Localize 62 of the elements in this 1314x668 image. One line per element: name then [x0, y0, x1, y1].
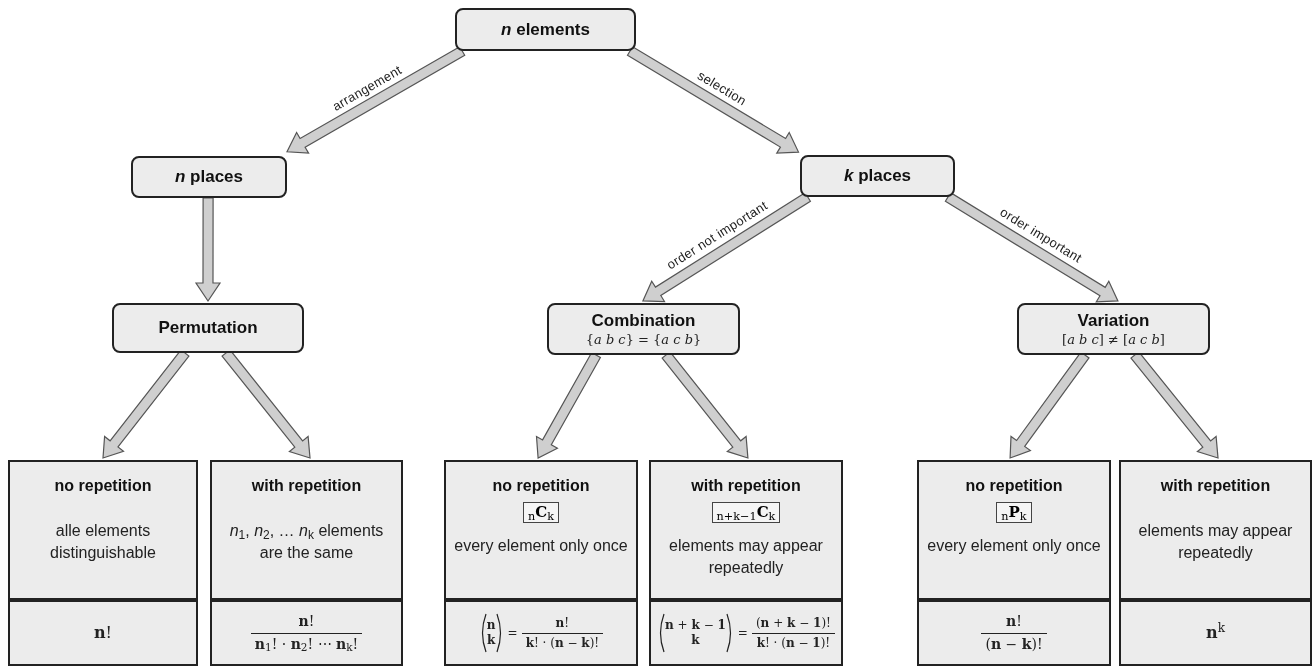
formula-cell	[649, 600, 843, 666]
node-title: n elements	[501, 18, 590, 41]
card-description: alle elements distinguishable	[49, 521, 157, 563]
node-title: k places	[843, 165, 912, 187]
equals-sign: =	[507, 625, 518, 642]
category-box	[455, 8, 636, 51]
case-card	[917, 460, 1111, 600]
notation-symbol: $_{n}$C$_{k}$	[523, 502, 559, 523]
card-heading: with repetition	[691, 476, 801, 496]
node-title: Combination	[591, 310, 696, 332]
binomial-bottom: k	[691, 633, 700, 648]
block-arrow	[194, 197, 222, 303]
card-heading: no repetition	[965, 476, 1063, 496]
card-description: every element only once	[454, 535, 628, 556]
fraction-denominator: k! · (n − k)!	[524, 635, 601, 651]
fraction-denominator: k! · (n − 1)!	[755, 635, 832, 651]
card-description: elements may appear repeatedly	[1137, 521, 1294, 563]
set-notation: {a b c} = {a c b}	[585, 331, 702, 348]
set-notation: [a b c] ≠ [a c b]	[1062, 331, 1165, 348]
notation-symbol: $_{n}$P$_{k}$	[996, 502, 1032, 523]
category-box	[131, 156, 287, 198]
fraction-numerator: n!	[1005, 613, 1023, 631]
binomial-top: n	[486, 618, 496, 633]
node-title: n places	[174, 166, 243, 188]
equals-sign: =	[737, 625, 748, 642]
formula-cell	[444, 600, 638, 666]
card-heading: with repetition	[251, 476, 362, 496]
formula-cell	[917, 600, 1111, 666]
binomial-bottom: k	[487, 633, 496, 648]
fraction-denominator: (n − k)!	[984, 635, 1044, 653]
block-arrow	[626, 45, 800, 154]
notation-symbol: $_{n+k−1}$C$_{k}$	[711, 502, 781, 523]
node-title: Permutation	[158, 317, 258, 339]
category-box	[547, 303, 740, 355]
category-box	[112, 303, 304, 353]
binomial-top: n + k − 1	[665, 618, 726, 633]
formula: n$^{k}$	[1206, 621, 1225, 644]
fraction-numerator: n!	[554, 615, 571, 631]
formula-cell	[1119, 600, 1312, 666]
case-card	[210, 460, 403, 600]
case-card	[1119, 460, 1312, 600]
card-description: n$_{1}$, n$_{2}$, … n$_{k}$ elements are the same	[228, 521, 385, 563]
fraction-numerator: n!	[297, 613, 316, 631]
case-card	[8, 460, 198, 600]
fraction-numerator: (n + k − 1)!	[754, 615, 832, 631]
card-description: elements may appear repeatedly	[668, 535, 824, 578]
block-arrow	[944, 191, 1119, 303]
category-box	[1017, 303, 1210, 355]
formula-cell	[8, 600, 198, 666]
card-heading: no repetition	[54, 476, 152, 496]
case-card	[444, 460, 638, 600]
card-heading: with repetition	[1160, 476, 1271, 496]
card-description: every element only once	[927, 535, 1101, 556]
case-card	[649, 460, 843, 600]
formula-cell	[210, 600, 403, 666]
block-arrow	[642, 191, 812, 303]
block-arrow	[286, 45, 466, 154]
formula: n!	[93, 622, 113, 644]
card-heading: no repetition	[492, 476, 590, 496]
fraction-denominator: n$_{1}$! · n$_{2}$! ⋯ n$_{k}$!	[253, 635, 360, 653]
node-title: Variation	[1077, 310, 1150, 332]
category-box	[800, 155, 955, 197]
